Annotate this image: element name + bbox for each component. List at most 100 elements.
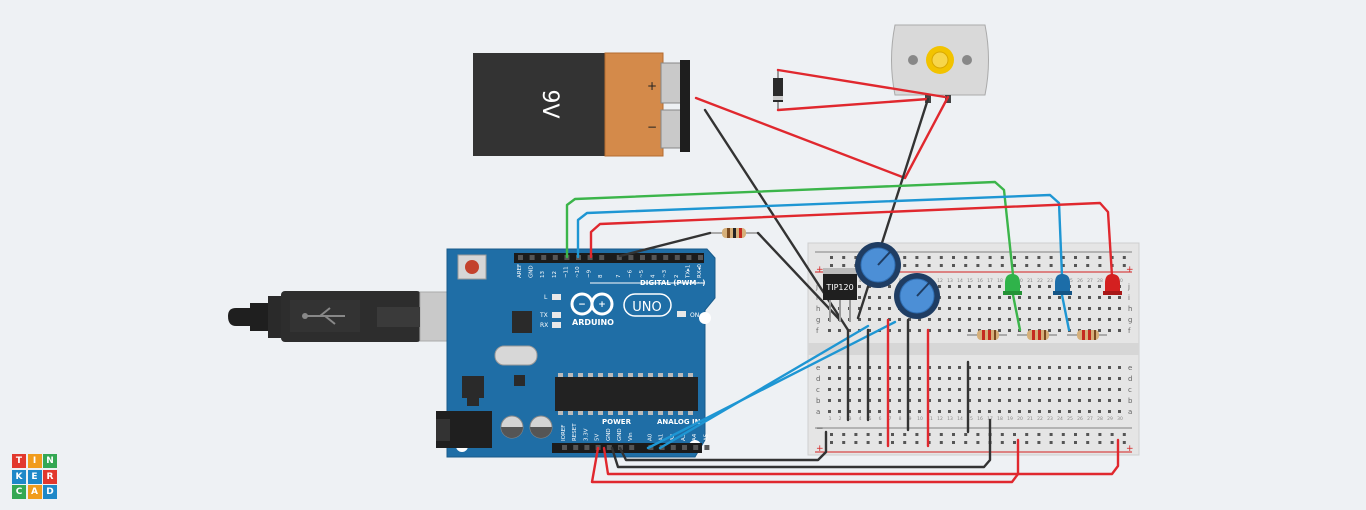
arduino-infinity-icon: − + [570,292,614,316]
header-pin-label: A0 [647,433,653,441]
column-number: 18 [997,278,1003,284]
column-number: 18 [997,416,1003,422]
wire-gnd-rail-2[interactable] [618,430,828,462]
header-pin-label: 2 [674,275,680,279]
row-letter: h [816,305,820,313]
led-green[interactable] [1003,274,1022,295]
row-letter: d [1128,375,1132,383]
column-number: 6 [879,416,882,422]
column-number: 26 [1077,416,1083,422]
header-pin-label: Vin [628,432,634,441]
transistor-tip120[interactable]: TIP120 [823,268,857,322]
logo-letter: R [43,469,57,484]
row-letter: j [815,283,818,291]
wire-5v-rail[interactable] [590,438,1020,484]
wire-pot2-a0[interactable] [646,320,897,450]
power-label: POWER [602,418,632,426]
column-number: 25 [1067,416,1073,422]
battery-9v[interactable]: 9V + − [473,52,690,157]
column-number: 25 [1067,278,1073,284]
row-letter: a [1128,408,1132,416]
wire-5v-rail-right[interactable] [602,438,1120,476]
row-letter: f [816,327,819,335]
rail-plus-bottom-right: + [1126,444,1134,454]
header-pin-label: A1 [659,434,665,441]
header-pin-label: ~9 [587,269,593,278]
column-number: 3 [849,416,852,422]
column-number: 7 [889,416,892,422]
header-pin-label: RX◂0 [697,264,703,278]
wire-pin8-resistor[interactable] [618,231,712,258]
led-l-label: L [544,294,548,301]
header-pin-label: TX▸1 [685,265,691,279]
rail-plus-bottom-left: + [816,444,824,454]
svg-text:−: − [578,300,586,310]
column-number: 8 [899,416,902,422]
potentiometer-2[interactable] [894,273,940,319]
reset-button-icon[interactable] [457,254,487,280]
logo-letter: D [43,485,57,499]
potentiometer-1[interactable] [855,242,901,288]
column-number: 30 [1117,416,1123,422]
logo-letter: A [27,485,42,499]
header-pin-label: GND [529,265,535,278]
resistor-led-green[interactable] [967,330,1007,340]
transistor-label: TIP120 [825,283,853,292]
column-number: 24 [1057,416,1063,422]
resistor-led-blue[interactable] [1017,330,1057,340]
led-tx-label: TX [539,312,548,319]
row-letter: i [1128,294,1130,302]
logo-letter: K [12,469,26,484]
row-letter: c [816,386,820,394]
diode[interactable] [773,70,783,110]
wire-diode-anode[interactable] [776,68,947,99]
column-number: 17 [987,278,993,284]
logo-letter: I [27,454,42,468]
column-number: 22 [1037,416,1043,422]
row-letter: i [816,294,818,302]
digital-label: DIGITAL (PWM~) [640,279,705,287]
header-pin-label: 5V [595,434,601,441]
logo-letter: N [43,454,57,468]
row-letter: j [1127,283,1130,291]
logo-letter: T [12,454,26,468]
led-on-label: ON [690,312,699,319]
wire-pot1-a1[interactable] [658,324,870,450]
wire-diode-cathode[interactable] [776,97,930,112]
column-number: 4 [859,416,862,422]
battery-minus: − [647,120,657,134]
header-pin-label: A5 [703,433,709,441]
column-number: 12 [937,278,943,284]
resistor-led-red[interactable] [1067,330,1107,340]
column-number: 14 [957,416,963,422]
header-pin-label: ~10 [575,266,581,278]
column-number: 5 [869,416,872,422]
wire-blue-pin11[interactable] [576,193,1064,278]
header-pin-label: 12 [552,271,558,278]
header-pin-label: 4 [651,274,657,278]
header-pin-label: A4 [692,433,698,441]
column-number: 15 [967,416,973,422]
column-number: 22 [1037,278,1043,284]
wire-green-pin12[interactable] [565,180,1015,277]
led-blue[interactable] [1053,274,1072,295]
column-number: 27 [1087,416,1093,422]
column-number: 23 [1047,278,1053,284]
column-number: 16 [977,416,983,422]
wire-battery-plus-motor[interactable] [694,95,950,180]
wire-gnd-rail[interactable] [610,418,992,469]
row-letter: e [1128,364,1132,372]
led-red[interactable] [1103,274,1122,295]
rail-minus-bottom-left: − [816,424,824,434]
wire-red-pin10[interactable] [589,201,1114,278]
column-number: 1 [829,416,832,422]
wire-resistor-transistor[interactable] [756,231,842,322]
resistor-base[interactable] [710,228,758,238]
header-pin-label: ~11 [563,266,569,278]
column-number: 4 [859,278,862,284]
header-pin-label: 7 [616,274,622,278]
column-number: 28 [1097,416,1103,422]
